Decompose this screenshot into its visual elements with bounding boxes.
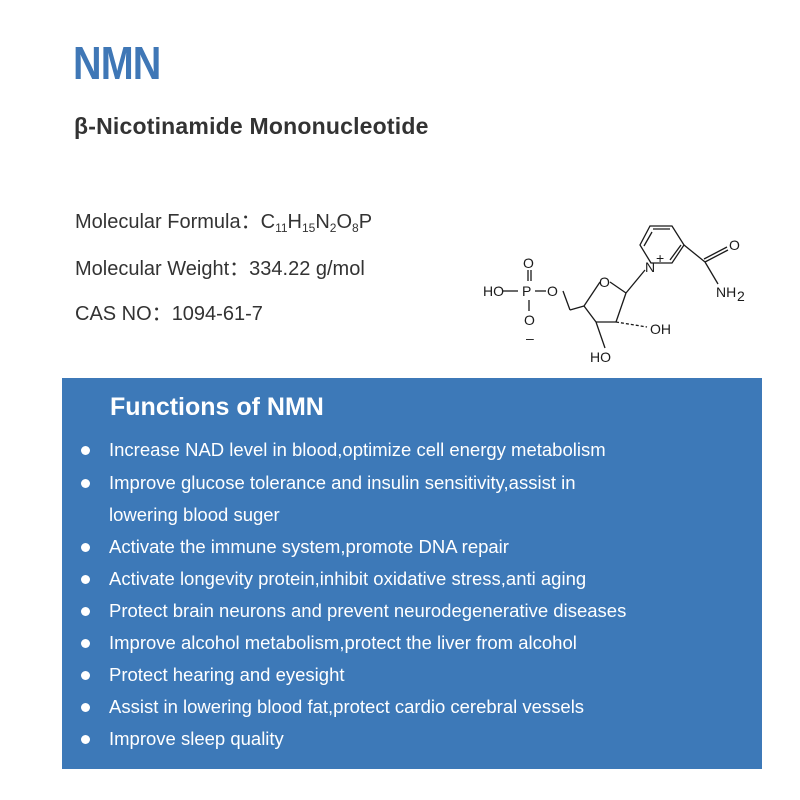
structure-bonds <box>503 225 729 349</box>
svg-text:+: + <box>656 250 664 266</box>
molecular-formula-value: C11H15N2O8P <box>260 211 373 235</box>
list-item: Activate longevity protein,inhibit oxida… <box>81 563 586 595</box>
list-item-continuation: lowering blood suger <box>109 504 280 525</box>
bullet-icon <box>81 607 90 616</box>
molecular-structure-diagram: HO P O O O – O N + O NH 2 OH HO <box>483 225 745 365</box>
bullet-icon <box>81 735 90 744</box>
molecular-formula: Molecular Formula：C11H15N2O8P <box>75 205 372 234</box>
svg-text:O: O <box>524 312 535 328</box>
bullet-icon <box>81 703 90 712</box>
list-item: Improve glucose tolerance and insulin se… <box>81 467 576 499</box>
cas-number-label: CAS NO： <box>75 303 172 325</box>
molecular-weight: Molecular Weight：334.22 g/mol <box>75 252 365 281</box>
svg-text:NH: NH <box>716 284 736 300</box>
cas-number-value: 1094-61-7 <box>171 303 263 325</box>
svg-text:O: O <box>547 283 558 299</box>
list-item: Assist in lowering blood fat,protect car… <box>81 691 584 723</box>
page-title: NMN <box>73 37 161 89</box>
bullet-icon <box>81 446 90 455</box>
svg-text:O: O <box>523 255 534 271</box>
functions-panel: Functions of NMN Increase NAD level in b… <box>62 378 762 769</box>
list-item: Activate the immune system,promote DNA r… <box>81 531 509 563</box>
cas-number: CAS NO：1094-61-7 <box>75 297 263 326</box>
svg-text:O: O <box>729 237 740 253</box>
svg-text:N: N <box>645 259 655 275</box>
list-item: Improve sleep quality <box>81 723 284 755</box>
svg-text:2: 2 <box>737 288 745 304</box>
list-item: Increase NAD level in blood,optimize cel… <box>81 434 606 466</box>
molecular-weight-value: 334.22 g/mol <box>249 258 365 280</box>
bullet-icon <box>81 479 90 488</box>
list-item: Protect hearing and eyesight <box>81 659 345 691</box>
bullet-icon <box>81 639 90 648</box>
structure-atom-labels: HO P O O O – O N + O NH 2 OH HO <box>483 237 745 365</box>
svg-text:HO: HO <box>483 283 504 299</box>
svg-text:OH: OH <box>650 321 671 337</box>
molecular-weight-label: Molecular Weight： <box>75 258 250 280</box>
list-item: Protect brain neurons and prevent neurod… <box>81 595 626 627</box>
molecular-formula-label: Molecular Formula： <box>75 211 261 233</box>
bullet-icon <box>81 543 90 552</box>
bullet-icon <box>81 575 90 584</box>
page-subtitle: β-Nicotinamide Mononucleotide <box>74 113 429 139</box>
bullet-icon <box>81 671 90 680</box>
list-item: Improve alcohol metabolism,protect the l… <box>81 627 577 659</box>
svg-text:HO: HO <box>590 349 611 365</box>
svg-text:P: P <box>522 283 531 299</box>
svg-text:O: O <box>599 274 610 290</box>
svg-text:–: – <box>526 330 534 346</box>
functions-title: Functions of NMN <box>110 393 324 421</box>
